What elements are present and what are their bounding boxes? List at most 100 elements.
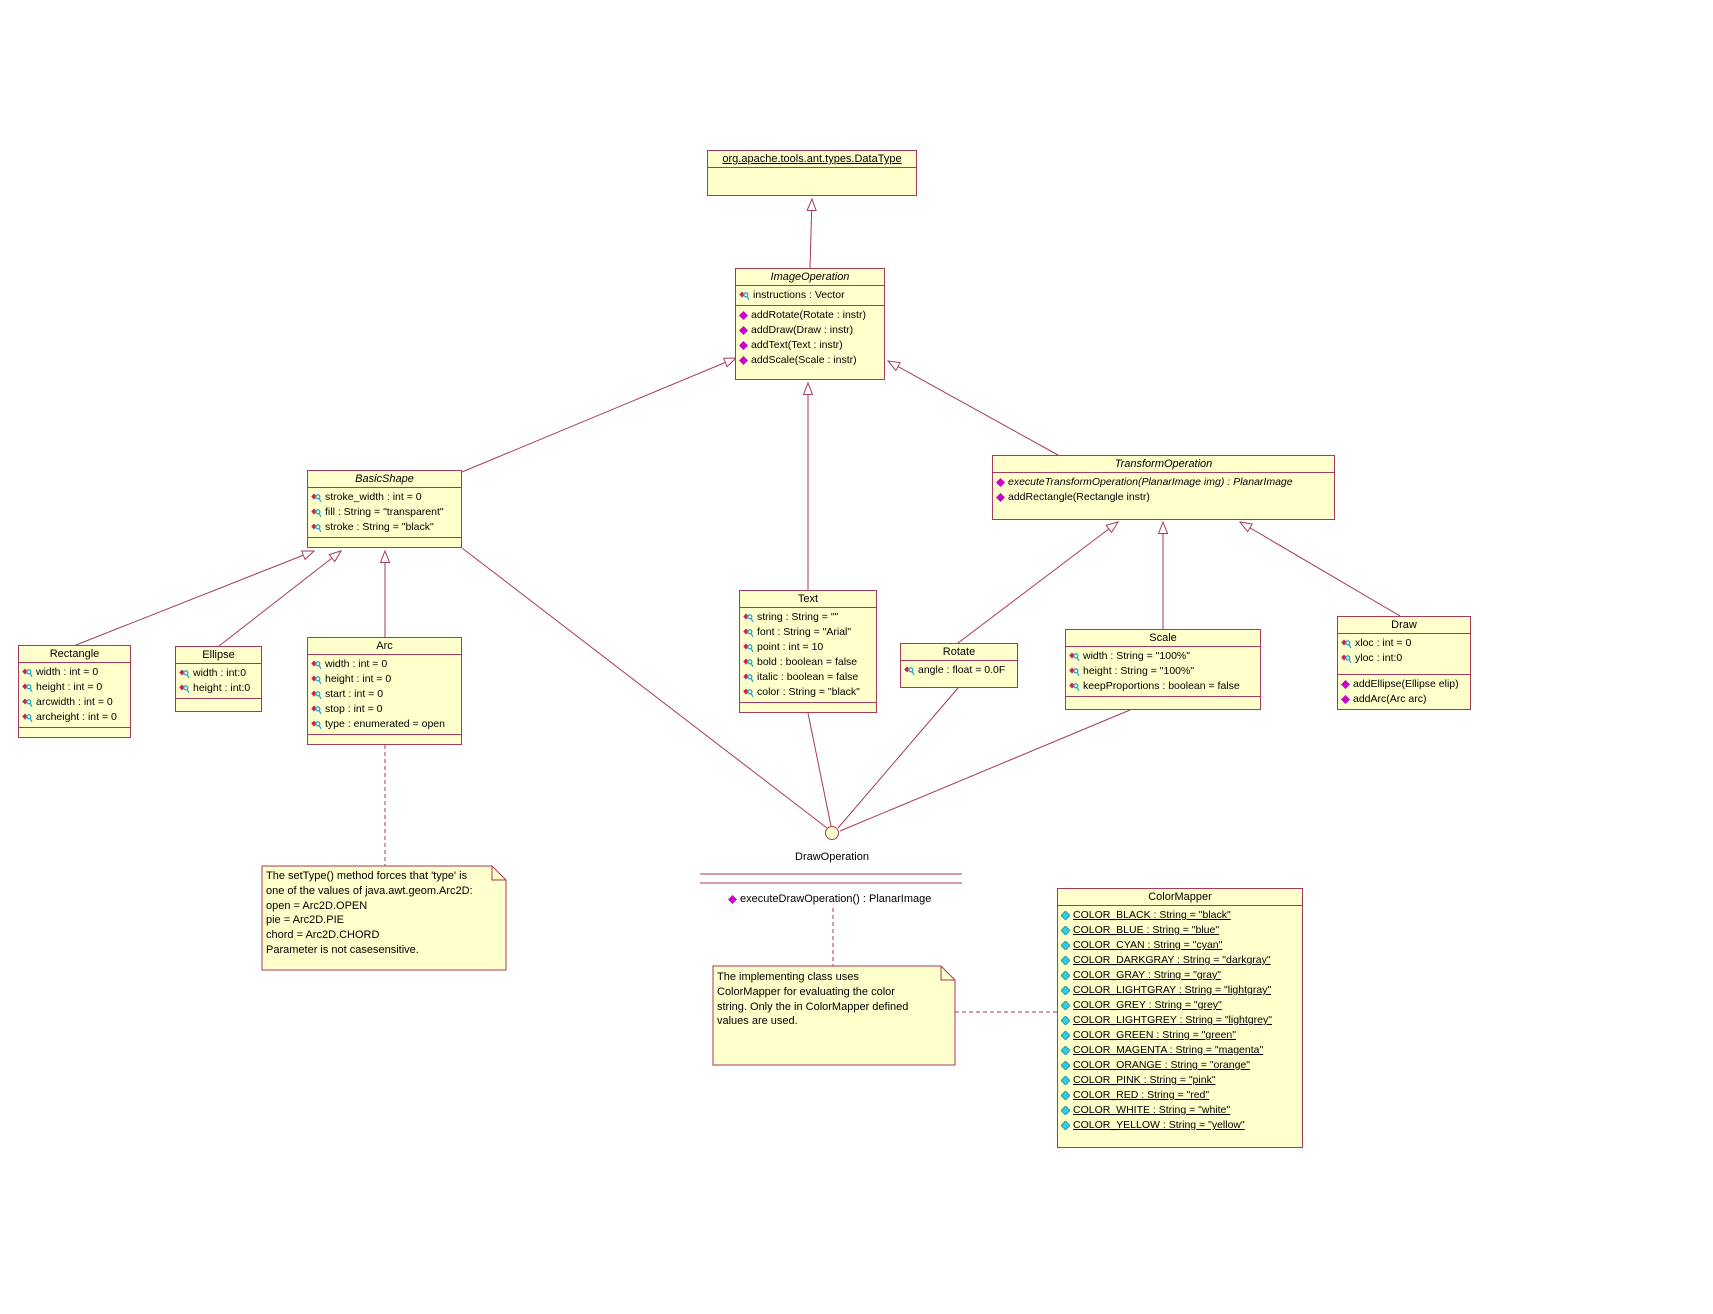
attribute-key-icon <box>179 684 190 694</box>
attribute-key-icon <box>311 720 322 730</box>
method-diamond-icon <box>996 478 1005 487</box>
compartment <box>708 167 916 195</box>
attribute-row: COLOR_GRAY : String = "gray" <box>1058 968 1302 983</box>
generalization-transformoperation-imageoperation <box>888 361 1059 456</box>
method-diamond-icon <box>1341 680 1350 689</box>
realization-text-drawoperation <box>807 712 832 827</box>
colormapper-note-fold-icon <box>940 966 955 981</box>
attribute-key-icon <box>311 508 322 518</box>
member-text: stroke : String = "black" <box>325 521 434 533</box>
member-text: xloc : int = 0 <box>1355 637 1412 649</box>
generalization-draw-transformoperation <box>1240 522 1401 617</box>
method-row: addRotate(Rotate : instr) <box>736 308 884 323</box>
attribute-row: bold : boolean = false <box>740 655 876 670</box>
class-name-text: Text <box>797 593 819 605</box>
attribute-key-icon <box>311 705 322 715</box>
attribute-key-icon <box>1341 654 1352 664</box>
member-text: width : int = 0 <box>36 666 99 678</box>
method-diamond-icon <box>1341 695 1350 704</box>
method-row: addEllipse(Ellipse elip) <box>1338 677 1470 692</box>
member-text: COLOR_WHITE : String = "white" <box>1073 1104 1231 1116</box>
generalization-basicshape-imageoperation <box>461 358 736 473</box>
static-field-icon <box>1061 1106 1070 1115</box>
class-draw: Draw xloc : int = 0 yloc : int:0 addEllipse… <box>1337 616 1471 710</box>
attribute-row: font : String = "Arial" <box>740 625 876 640</box>
attribute-row: yloc : int:0 <box>1338 651 1470 666</box>
attribute-row: keepProportions : boolean = false <box>1066 679 1260 694</box>
member-text: type : enumerated = open <box>325 718 445 730</box>
realization-rotate-drawoperation <box>837 687 959 829</box>
class-name-draw: Draw <box>1391 619 1417 631</box>
attribute-row: COLOR_GREEN : String = "green" <box>1058 1028 1302 1043</box>
class-image-operation: ImageOperation instructions : Vector addRo… <box>735 268 885 380</box>
static-field-icon <box>1061 1061 1070 1070</box>
static-field-icon <box>1061 1016 1070 1025</box>
attribute-row: archeight : int = 0 <box>19 710 130 725</box>
class-name-image-operation: ImageOperation <box>770 271 850 283</box>
member-text: addRotate(Rotate : instr) <box>751 309 866 321</box>
attribute-row: COLOR_ORANGE : String = "orange" <box>1058 1058 1302 1073</box>
method-diamond-icon <box>739 341 748 350</box>
note-anchor-edges <box>384 745 1057 1013</box>
interface-separator-lines <box>700 873 962 884</box>
class-name-arc: Arc <box>376 640 393 652</box>
generalization-edges <box>75 199 1401 647</box>
static-field-icon <box>1061 941 1070 950</box>
method-row: executeTransformOperation(PlanarImage im… <box>993 475 1334 490</box>
method-row: addRectangle(Rectangle instr) <box>993 490 1334 505</box>
compartment <box>308 537 461 547</box>
member-text: color : String = "black" <box>757 686 860 698</box>
attribute-key-icon <box>743 643 754 653</box>
member-text: arcwidth : int = 0 <box>36 696 113 708</box>
attribute-row: height : int = 0 <box>308 672 461 687</box>
compartment: angle : float = 0.0F <box>901 660 1017 687</box>
member-text: COLOR_BLUE : String = "blue" <box>1073 924 1220 936</box>
attribute-row: COLOR_BLACK : String = "black" <box>1058 908 1302 923</box>
static-field-icon <box>1061 986 1070 995</box>
attribute-key-icon <box>311 675 322 685</box>
realization-edges <box>461 547 1131 832</box>
compartment: executeTransformOperation(PlanarImage im… <box>993 472 1334 519</box>
compartment: addRotate(Rotate : instr)addDraw(Draw : … <box>736 305 884 379</box>
attribute-key-icon <box>311 523 322 533</box>
attribute-key-icon <box>743 658 754 668</box>
member-text: yloc : int:0 <box>1355 652 1403 664</box>
member-text: COLOR_GREEN : String = "green" <box>1073 1029 1236 1041</box>
attribute-key-icon <box>22 698 33 708</box>
member-text: COLOR_MAGENTA : String = "magenta" <box>1073 1044 1264 1056</box>
compartment <box>1066 696 1260 709</box>
attribute-row: stroke : String = "black" <box>308 520 461 535</box>
attribute-row: COLOR_GREY : String = "grey" <box>1058 998 1302 1013</box>
class-name-scale: Scale <box>1149 632 1177 644</box>
attribute-row: type : enumerated = open <box>308 717 461 732</box>
compartment: instructions : Vector <box>736 285 884 305</box>
member-text: COLOR_PINK : String = "pink" <box>1073 1074 1216 1086</box>
generalization-rotate-transformoperation <box>957 522 1118 644</box>
member-text: addScale(Scale : instr) <box>751 354 857 366</box>
class-name-rotate: Rotate <box>942 646 976 658</box>
class-name-datatype: org.apache.tools.ant.types.DataType <box>722 153 902 165</box>
attribute-row: stroke_width : int = 0 <box>308 490 461 505</box>
compartment <box>176 698 261 711</box>
static-field-icon <box>1061 1076 1070 1085</box>
attribute-row: COLOR_RED : String = "red" <box>1058 1088 1302 1103</box>
attribute-key-icon <box>22 668 33 678</box>
attribute-key-icon <box>739 291 750 301</box>
member-text: italic : boolean = false <box>757 671 859 683</box>
attribute-key-icon <box>1341 639 1352 649</box>
member-text: instructions : Vector <box>753 289 845 301</box>
attribute-row: width : int:0 <box>176 666 261 681</box>
attribute-key-icon <box>1069 667 1080 677</box>
realization-basicshape-drawoperation <box>461 547 828 829</box>
member-text: COLOR_LIGHTGRAY : String = "lightgray" <box>1073 984 1272 996</box>
member-text: width : String = "100%" <box>1083 650 1190 662</box>
compartment: string : String = ""font : String = "Ari… <box>740 607 876 702</box>
